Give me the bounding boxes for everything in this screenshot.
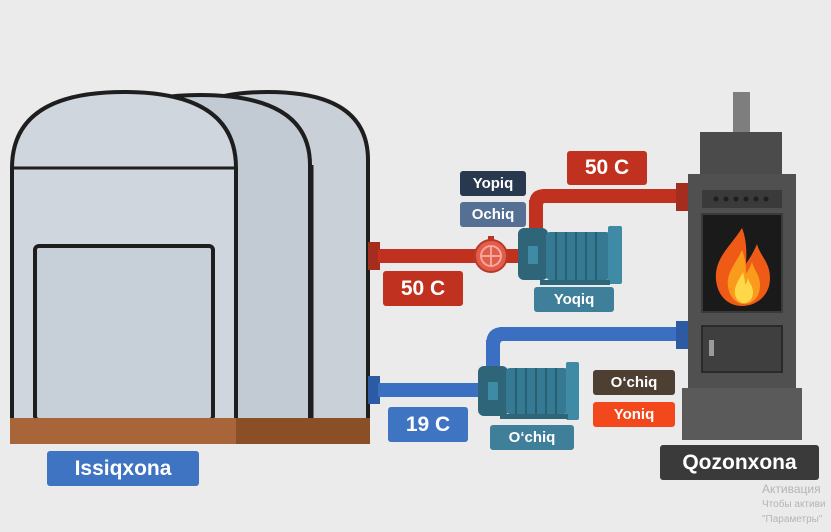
- boiler-off-label: O‘chiq: [593, 370, 675, 395]
- greenhouse: [10, 89, 370, 444]
- boiler-top: [700, 132, 782, 174]
- watermark-line-3: "Параметры": [762, 514, 823, 525]
- return-temp-label: 19 C: [388, 407, 468, 442]
- greenhouse-door: [33, 244, 215, 422]
- watermark-line-1: Активация: [762, 482, 821, 496]
- return-pipe: [368, 321, 688, 404]
- cold-pipe-top: [500, 327, 682, 341]
- return-pump-status-label: O‘chiq: [490, 425, 574, 450]
- hot-pipe-riser: [529, 200, 543, 230]
- hot-pipe-top: [543, 189, 681, 203]
- boiler-vent-panel: [702, 190, 782, 208]
- boiler: [682, 92, 802, 440]
- cold-pipe-connector: [368, 376, 380, 404]
- hot-pump-status-label: Yoqiq: [534, 287, 614, 312]
- watermark-line-2: Чтобы активи: [762, 499, 826, 510]
- boiler-on-label: Yoniq: [593, 402, 675, 427]
- greenhouse-label: Issiqxona: [47, 451, 199, 486]
- cold-pipe-boiler-connector: [676, 321, 688, 349]
- boiler-base: [682, 388, 802, 440]
- hot-pipe-elbow: [529, 189, 545, 205]
- valve[interactable]: [474, 236, 508, 273]
- cold-pipe-left: [378, 383, 488, 397]
- greenhouse-base: [10, 418, 236, 444]
- valve-open-label: Ochiq: [460, 202, 526, 227]
- hot-pipe-boiler-connector: [676, 183, 688, 211]
- boiler-vent-dots: [713, 196, 769, 202]
- valve-closed-label: Yopiq: [460, 171, 526, 196]
- hot-pump-fins: [555, 232, 597, 280]
- return-pump-fins: [515, 368, 557, 414]
- boiler-chimney: [733, 92, 750, 138]
- return-pump[interactable]: [478, 362, 579, 420]
- boiler-room-label: Qozonxona: [660, 445, 819, 480]
- boiler-door-handle: [709, 340, 714, 356]
- upper-temp-label: 50 C: [567, 151, 647, 185]
- lower-hot-temp-label: 50 C: [383, 271, 463, 306]
- boiler-ash-door: [701, 325, 783, 373]
- hot-pipe-connector: [368, 242, 380, 270]
- greenhouse-base-side: [236, 418, 370, 444]
- fire-icon: [715, 228, 770, 306]
- hot-pump[interactable]: [518, 226, 622, 285]
- cold-pipe-elbow: [486, 327, 503, 345]
